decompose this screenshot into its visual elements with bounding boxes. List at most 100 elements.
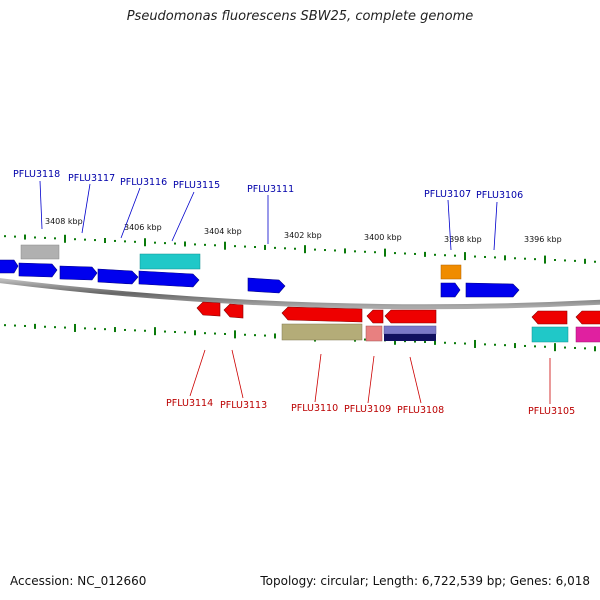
scale-tick (194, 243, 196, 246)
scale-tick (254, 246, 256, 249)
scale-tick (344, 248, 346, 254)
gene-feature-slate[interactable] (383, 325, 437, 335)
scale-tick (404, 340, 406, 343)
gene-arrow-forward[interactable] (97, 268, 139, 285)
gene-label-reverse[interactable]: PFLU3105 (528, 406, 575, 417)
scale-label: 3408 kbp (45, 217, 83, 226)
gene-label-forward[interactable]: PFLU3117 (68, 173, 115, 184)
scale-tick (64, 326, 66, 329)
scale-tick (414, 252, 416, 255)
scale-tick (364, 338, 366, 341)
scale-tick (404, 252, 406, 255)
scale-tick (434, 339, 436, 345)
scale-tick (184, 331, 186, 334)
gene-feature-cyan[interactable] (531, 326, 569, 343)
gene-arrow-reverse[interactable] (531, 310, 568, 325)
gene-arrow-reverse[interactable] (196, 301, 221, 317)
scale-tick (274, 333, 276, 339)
gene-feature-olive[interactable] (281, 323, 363, 341)
scale-labels: 3408 kbp 3406 kbp 3404 kbp 3402 kbp 3400… (45, 217, 562, 244)
scale-tick (74, 323, 76, 332)
lower-gene-labels: PFLU3114 PFLU3113 PFLU3110 PFLU3109 PFLU… (166, 398, 575, 417)
gene-arrow-forward[interactable] (138, 270, 200, 288)
scale-tick (584, 347, 586, 350)
gene-arrow-reverse[interactable] (223, 303, 244, 319)
scale-tick (384, 248, 386, 257)
scale-tick (524, 257, 526, 260)
scale-tick (434, 253, 436, 256)
gene-label-forward[interactable]: PFLU3116 (120, 177, 167, 188)
scale-tick (484, 343, 486, 346)
gene-feature-gray[interactable] (20, 244, 60, 260)
gene-feature-magenta[interactable] (575, 326, 600, 343)
gene-arrow-forward[interactable] (0, 259, 19, 274)
scale-tick (464, 252, 466, 261)
scale-tick (24, 324, 26, 327)
gene-feature-navy[interactable] (384, 334, 436, 341)
scale-tick (504, 255, 506, 261)
gene-arrow-reverse[interactable] (366, 309, 384, 324)
genome-backbone (0, 278, 600, 310)
scale-label: 3400 kbp (364, 233, 402, 242)
scale-tick (524, 344, 526, 347)
gene-label-reverse[interactable]: PFLU3108 (397, 405, 444, 416)
gene-feature-cyan[interactable] (139, 253, 201, 270)
scale-tick (534, 258, 536, 261)
scale-tick (304, 245, 306, 254)
gene-label-reverse[interactable]: PFLU3114 (166, 398, 213, 409)
scale-tick (424, 251, 426, 257)
scale-tick (184, 241, 186, 247)
scale-tick (414, 340, 416, 343)
scale-tick (564, 259, 566, 262)
scale-tick (584, 258, 586, 264)
gene-arrow-forward[interactable] (247, 277, 286, 294)
scale-tick (284, 247, 286, 250)
scale-tick (564, 346, 566, 349)
scale-tick (234, 330, 236, 339)
scale-tick (504, 344, 506, 347)
genome-summary-text: Topology: circular; Length: 6,722,539 bp… (260, 574, 590, 588)
scale-tick (14, 324, 16, 327)
scale-tick (354, 250, 356, 253)
scale-tick (454, 342, 456, 345)
gene-label-forward[interactable]: PFLU3111 (247, 184, 294, 195)
scale-tick (464, 342, 466, 345)
scale-tick (494, 256, 496, 259)
gene-label-reverse[interactable]: PFLU3113 (220, 400, 267, 411)
gene-arrow-forward[interactable] (59, 265, 98, 281)
gene-feature-salmon[interactable] (365, 325, 383, 342)
scale-tick (594, 346, 596, 352)
gene-arrow-reverse[interactable] (384, 309, 437, 324)
scale-label: 3402 kbp (284, 231, 322, 240)
upper-label-leaders (39, 180, 498, 251)
scale-tick (54, 237, 56, 240)
scale-tick (264, 334, 266, 337)
gene-label-reverse[interactable]: PFLU3109 (344, 404, 391, 415)
gene-arrow-forward[interactable] (440, 282, 461, 298)
scale-tick (474, 255, 476, 258)
scale-tick (254, 334, 256, 337)
scale-tick (334, 249, 336, 252)
gene-feature-orange[interactable] (440, 264, 462, 280)
gene-label-forward[interactable]: PFLU3115 (173, 180, 220, 191)
scale-tick (134, 329, 136, 332)
scale-tick (84, 238, 86, 241)
gene-label-forward[interactable]: PFLU3118 (13, 169, 60, 180)
scale-tick (204, 243, 206, 246)
gene-label-forward[interactable]: PFLU3106 (476, 190, 523, 201)
gene-arrow-reverse[interactable] (575, 310, 600, 325)
gene-arrow-forward[interactable] (465, 282, 520, 298)
gene-arrow-forward[interactable] (18, 262, 58, 278)
diagram-title: Pseudomonas fluorescens SBW25, complete … (126, 9, 474, 24)
scale-ticks-upper (4, 234, 596, 264)
gene-label-forward[interactable]: PFLU3107 (424, 189, 471, 200)
scale-tick (174, 242, 176, 245)
scale-tick (234, 245, 236, 248)
scale-tick (34, 323, 36, 329)
scale-tick (204, 332, 206, 335)
gene-label-reverse[interactable]: PFLU3110 (291, 403, 338, 414)
scale-tick (114, 327, 116, 333)
gene-arrow-reverse[interactable] (281, 306, 363, 323)
scale-tick (224, 332, 226, 335)
